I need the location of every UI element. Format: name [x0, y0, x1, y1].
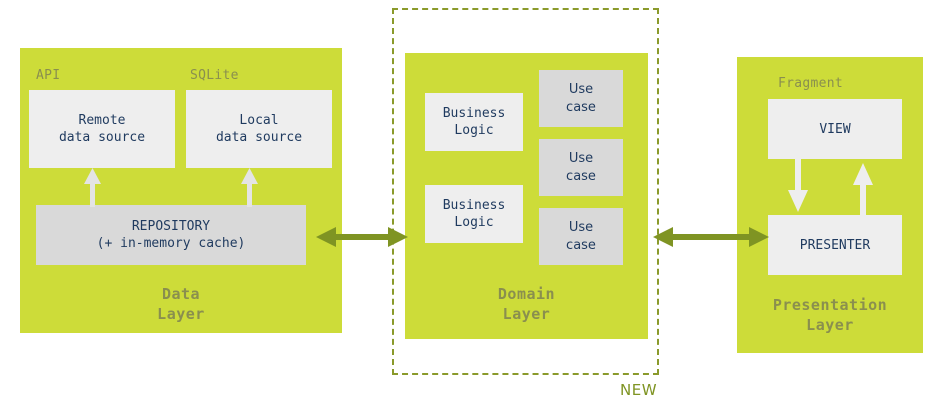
repository-box: REPOSITORY (+ in-memory cache) — [36, 205, 306, 265]
business-logic-box-1: Business Logic — [425, 93, 523, 151]
view-box: VIEW — [768, 99, 902, 159]
presentation-layer-panel: Fragment VIEW PRESENTER Presentation Lay… — [737, 57, 923, 353]
sqlite-label: SQLite — [190, 68, 239, 83]
api-label: API — [36, 68, 61, 83]
domain-layer-panel: Business Logic Business Logic Use case U… — [405, 53, 648, 339]
presentation-layer-title: Presentation Layer — [772, 296, 888, 334]
domain-new-region — [392, 8, 659, 375]
business-logic-box-2: Business Logic — [425, 185, 523, 243]
remote-data-source-box: Remote data source — [29, 90, 175, 168]
use-case-box-1: Use case — [539, 70, 623, 127]
presenter-box: PRESENTER — [768, 215, 902, 275]
data-layer-panel: API SQLite Remote data source Local data… — [20, 48, 342, 333]
use-case-box-3: Use case — [539, 208, 623, 265]
domain-layer-title: Domain Layer — [497, 285, 556, 323]
local-data-source-box: Local data source — [186, 90, 332, 168]
fragment-label: Fragment — [778, 76, 844, 91]
new-badge-label: NEW — [620, 381, 658, 399]
data-layer-title: Data Layer — [157, 285, 205, 323]
use-case-box-2: Use case — [539, 139, 623, 196]
